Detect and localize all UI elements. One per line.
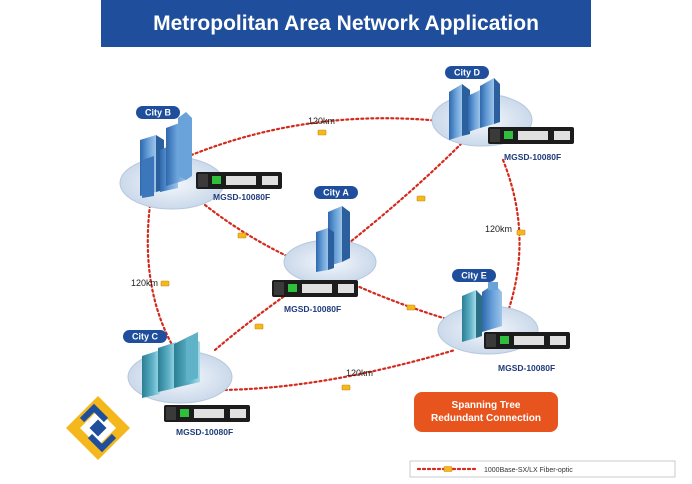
city-e-node: City E MGSD-10080F <box>437 269 570 373</box>
building-icon <box>462 282 502 342</box>
city-label: City D <box>454 68 481 78</box>
distance-label-c-e: 120km <box>346 368 373 378</box>
city-label: City B <box>145 108 172 118</box>
badge-line1: Spanning Tree <box>451 400 521 411</box>
switch-model-label: MGSD-10080F <box>213 192 270 202</box>
distance-label-d-e: 120km <box>485 224 512 234</box>
switch-icon <box>164 405 250 422</box>
connector-dot <box>317 129 327 136</box>
switch-model-label: MGSD-10080F <box>498 363 555 373</box>
city-label: City C <box>132 332 159 342</box>
connector-dot <box>254 323 264 330</box>
link-b-d <box>166 117 452 167</box>
city-a-node: City A MGSD-10080F <box>272 186 377 314</box>
city-label-badge <box>452 269 496 282</box>
distance-label-b-c: 120km <box>131 278 158 288</box>
building-icon <box>449 78 500 140</box>
connector-dot <box>160 280 170 287</box>
link-a-e <box>353 283 452 322</box>
link-d-e <box>501 158 521 322</box>
switch-icon <box>196 172 282 189</box>
distance-label-b-d: 120km <box>308 116 335 126</box>
city-label-badge <box>445 66 489 79</box>
building-icon <box>316 206 350 272</box>
connector-dot <box>416 195 426 202</box>
city-label-badge <box>314 186 358 199</box>
city-label: City E <box>461 271 487 281</box>
link-c-e <box>213 348 457 392</box>
building-icon <box>140 112 192 198</box>
city-label-badge <box>136 106 180 119</box>
connector-dot <box>406 304 416 311</box>
page-title: Metropolitan Area Network Application <box>101 0 591 47</box>
switch-model-label: MGSD-10080F <box>284 304 341 314</box>
fiber-connectors <box>160 129 526 391</box>
link-b-a <box>203 203 302 264</box>
city-label-badge <box>123 330 167 343</box>
legend-label: 1000Base-SX/LX Fiber-optic <box>484 467 573 474</box>
legend: 1000Base-SX/LX Fiber-optic <box>409 460 676 478</box>
spanning-tree-badge: Spanning Tree Redundant Connection <box>414 392 558 432</box>
badge-line2: Redundant Connection <box>431 413 541 424</box>
switch-icon <box>484 332 570 349</box>
connector-dot <box>237 232 247 239</box>
city-d-node: City D MGSD-10080F <box>431 66 574 162</box>
link-d-a <box>338 138 467 252</box>
city-c-node: City C MGSD-10080F <box>123 330 250 437</box>
link-b-c <box>146 203 177 352</box>
switch-model-label: MGSD-10080F <box>504 152 561 162</box>
switch-icon <box>488 127 574 144</box>
fiber-links <box>146 117 521 392</box>
city-b-node: City B MGSD-10080F <box>119 106 282 210</box>
switch-icon <box>272 280 358 297</box>
legend-connector <box>443 466 453 472</box>
brand-logo <box>66 396 130 460</box>
city-label: City A <box>323 188 349 198</box>
building-icon <box>142 332 200 398</box>
switch-model-label: MGSD-10080F <box>176 427 233 437</box>
legend-box <box>409 460 676 478</box>
connector-dot <box>341 384 351 391</box>
connector-dot <box>516 229 526 236</box>
